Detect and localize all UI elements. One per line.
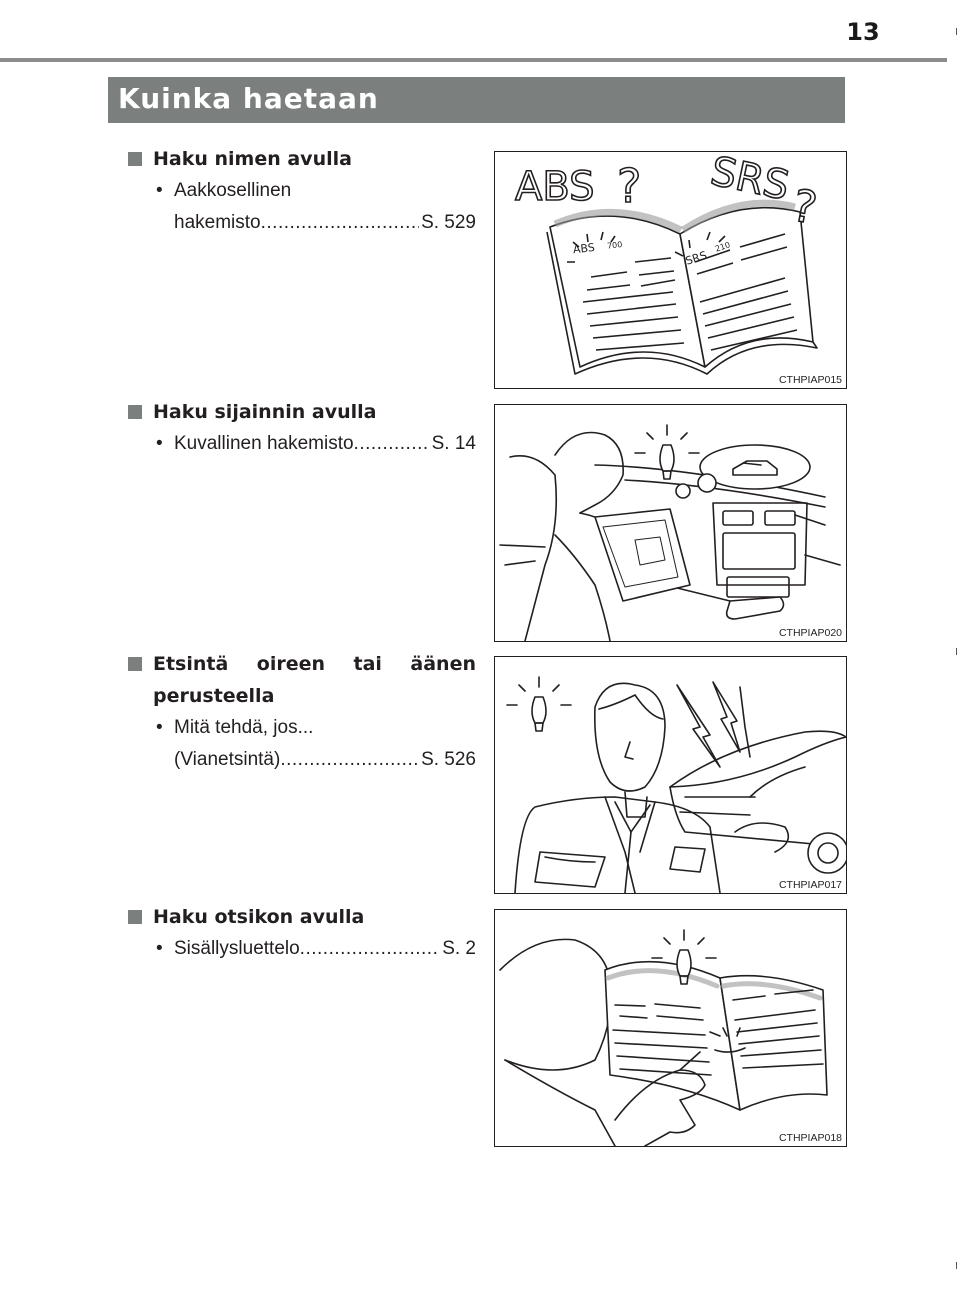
dot-leader: [280, 744, 419, 776]
bullet-dot: •: [156, 433, 163, 454]
item-heading: Haku nimen avulla: [128, 143, 476, 175]
page-reference: hakemisto S. 529: [128, 207, 476, 239]
open-book-illustration: ABS ? SRS ? ABS 700 SRS 210: [514, 152, 821, 375]
figure-label: SRS: [684, 249, 709, 268]
dot-leader: [261, 207, 419, 239]
margin-tick: [956, 1262, 957, 1269]
header-rule: [0, 58, 947, 62]
page-reference: • Kuvallinen hakemisto S. 14: [128, 428, 476, 460]
square-bullet-icon: [128, 910, 142, 924]
figure-label: ABS: [515, 164, 595, 210]
page-reference-number: S. 14: [431, 433, 476, 454]
figure-contents: CTHPIAP018: [494, 909, 847, 1147]
item-heading: Haku sijainnin avulla: [128, 396, 476, 428]
dot-leader: [354, 428, 430, 460]
figure-label: 700: [607, 240, 623, 251]
figure-code: CTHPIAP017: [778, 879, 842, 891]
bullet-line: • Aakkosellinen: [128, 175, 476, 207]
page-reference-number: S. 529: [421, 212, 476, 233]
page-number: 13: [846, 18, 880, 46]
search-method-symptom: Etsintä oireen tai äänen perusteella • M…: [128, 648, 476, 776]
margin-tick: [956, 28, 957, 35]
square-bullet-icon: [128, 657, 142, 671]
driver-dashboard-illustration: [499, 424, 841, 641]
item-heading-continued: perusteella: [153, 685, 275, 707]
margin-tick: [956, 648, 957, 655]
page-reference-number: S. 2: [442, 938, 476, 959]
reader-book-illustration: [499, 929, 828, 1146]
search-method-name: Haku nimen avulla • Aakkosellinen hakemi…: [128, 143, 476, 239]
bullet-dot: •: [156, 717, 163, 738]
item-heading: Haku otsikon avulla: [128, 901, 476, 933]
figure-label: 210: [714, 240, 731, 253]
figure-label: ?: [617, 159, 641, 213]
man-car-noise-illustration: [506, 676, 846, 893]
square-bullet-icon: [128, 405, 142, 419]
search-method-title: Haku otsikon avulla • Sisällysluettelo S…: [128, 901, 476, 965]
search-method-location: Haku sijainnin avulla • Kuvallinen hakem…: [128, 396, 476, 460]
figure-label: ABS: [572, 241, 595, 256]
section-title-bar: Kuinka haetaan: [108, 77, 845, 123]
square-bullet-icon: [128, 152, 142, 166]
dot-leader: [300, 933, 441, 965]
figure-picture-index: CTHPIAP020: [494, 404, 847, 642]
bullet-dot: •: [156, 180, 163, 201]
figure-book-index: ABS ? SRS ? ABS 700 SRS 210 CTHPIAP015: [494, 151, 847, 389]
figure-troubleshooting: CTHPIAP017: [494, 656, 847, 894]
section-title: Kuinka haetaan: [118, 82, 379, 115]
page-reference-number: S. 526: [421, 749, 476, 770]
bullet-line: • Mitä tehdä, jos...: [128, 712, 476, 744]
figure-code: CTHPIAP018: [778, 1132, 842, 1144]
item-heading: Etsintä oireen tai äänen: [128, 648, 476, 680]
page-reference: (Vianetsintä) S. 526: [128, 744, 476, 776]
bullet-dot: •: [156, 938, 163, 959]
page-reference: • Sisällysluettelo S. 2: [128, 933, 476, 965]
figure-label: SRS: [707, 152, 793, 210]
figure-code: CTHPIAP015: [778, 374, 842, 386]
figure-label: ?: [789, 180, 821, 234]
figure-code: CTHPIAP020: [778, 627, 842, 639]
